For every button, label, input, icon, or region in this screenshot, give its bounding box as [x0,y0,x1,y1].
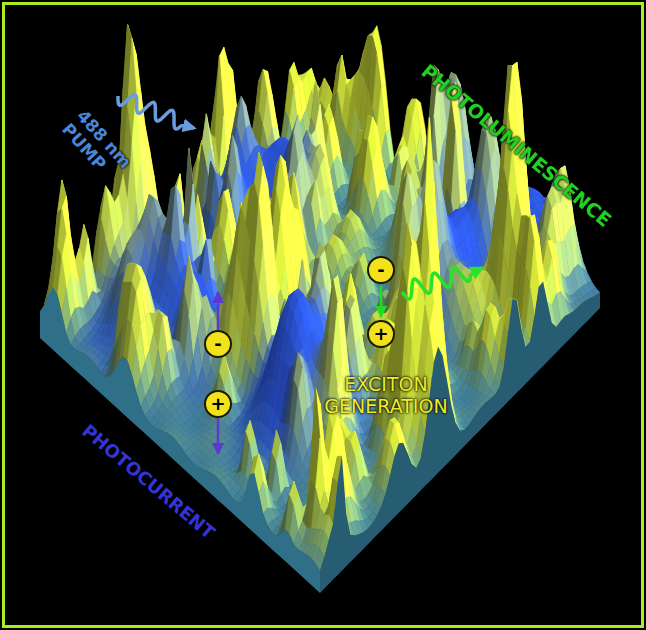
figure-panel: -+-+488 nm PUMPPHOTOLUMINESCENCEEXCITON … [0,0,646,630]
